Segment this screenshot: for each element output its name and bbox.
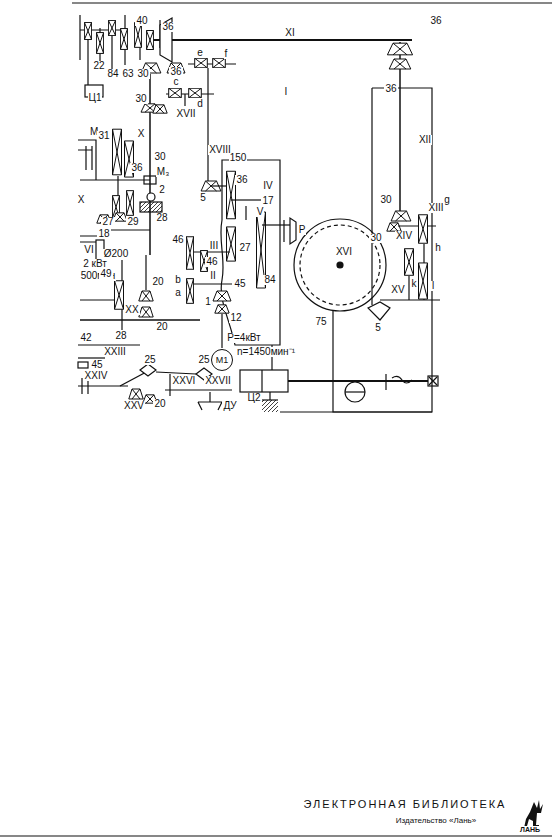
- part-label: a: [174, 288, 182, 298]
- part-label: Р=4кВт: [226, 333, 261, 343]
- part-label: P: [298, 225, 307, 235]
- part-label: 2 кВт: [82, 259, 108, 269]
- part-label: 27: [101, 217, 114, 227]
- part-label: 45: [233, 279, 246, 289]
- part-label: 30: [134, 94, 147, 104]
- part-label: 45: [90, 360, 103, 370]
- part-label: Ц1: [88, 93, 103, 103]
- part-label: ДУ: [222, 401, 237, 411]
- part-label: XII: [418, 135, 432, 145]
- part-label: XXIV: [84, 371, 109, 381]
- part-label: Ø200: [103, 249, 129, 259]
- part-label: M₃: [156, 167, 170, 177]
- part-label: X: [77, 195, 86, 205]
- part-label: I: [284, 87, 289, 97]
- part-label: XIII: [427, 203, 444, 213]
- part-label: III: [209, 241, 219, 251]
- part-label: V: [256, 207, 265, 217]
- part-label: e: [196, 48, 204, 58]
- part-label: XV: [390, 285, 405, 295]
- part-label: 1: [204, 297, 212, 307]
- part-label: 18: [97, 229, 110, 239]
- part-label: 22: [92, 61, 105, 71]
- part-label: 36: [384, 84, 397, 94]
- part-label: XXVI: [172, 376, 197, 386]
- part-label: f: [224, 49, 229, 59]
- part-label: h: [434, 243, 442, 253]
- part-label: 17: [261, 196, 274, 206]
- part-label: XVI: [335, 247, 353, 257]
- part-label: XXV: [123, 401, 145, 411]
- part-label: 28: [114, 331, 127, 341]
- part-label: 30: [369, 233, 382, 243]
- part-label: 27: [238, 243, 251, 253]
- part-label: 49: [99, 269, 112, 279]
- part-label: 84: [263, 275, 276, 285]
- part-label: VI: [83, 245, 94, 255]
- publisher-text: Издательство «Лань»: [395, 817, 477, 825]
- part-label: 30: [153, 152, 166, 162]
- part-label: b: [174, 275, 182, 285]
- part-label: g: [443, 195, 451, 205]
- part-label: 12: [229, 313, 242, 323]
- part-label: 46: [205, 257, 218, 267]
- part-label: 2: [158, 185, 166, 195]
- part-label: XXVII: [204, 376, 232, 386]
- part-label: 36: [161, 22, 174, 32]
- part-label: XIV: [395, 231, 413, 241]
- part-label: 36: [169, 67, 182, 77]
- part-label: 63: [121, 69, 134, 79]
- part-label: n=1450мин⁻¹: [236, 347, 296, 357]
- part-label: 5: [199, 193, 207, 203]
- part-label: 36: [130, 163, 143, 173]
- part-label: XVII: [176, 109, 197, 119]
- part-label: 20: [153, 399, 166, 409]
- part-label: 84: [106, 69, 119, 79]
- part-label: 30: [379, 195, 392, 205]
- part-label: II: [209, 271, 217, 281]
- part-label: XXIII: [103, 347, 127, 357]
- part-label: 30: [136, 69, 149, 79]
- part-label: 5: [374, 323, 382, 333]
- part-label: 31: [97, 131, 110, 141]
- part-label: 25: [143, 355, 156, 365]
- part-label: XX: [124, 305, 139, 315]
- part-label: XI: [284, 28, 295, 38]
- part-label: d: [196, 99, 204, 109]
- part-label: l: [431, 281, 435, 291]
- part-label: 150: [229, 153, 248, 163]
- motor-symbol: M1: [211, 349, 233, 371]
- part-label: 29: [126, 217, 139, 227]
- part-label: 36: [235, 175, 248, 185]
- part-label: 28: [155, 213, 168, 223]
- part-label: k: [411, 279, 418, 289]
- publisher-text: ЛАНЬ: [519, 826, 541, 833]
- part-label: 25: [197, 355, 210, 365]
- part-label: 20: [155, 322, 168, 332]
- part-label: Ц2: [247, 393, 262, 403]
- part-label: 40: [135, 16, 148, 26]
- part-label: 75: [314, 317, 327, 327]
- part-label: 36: [429, 16, 442, 26]
- part-label: X: [137, 129, 146, 139]
- part-label: IV: [262, 181, 273, 191]
- part-label: 20: [151, 277, 164, 287]
- publisher-text: ЭЛЕКТРОННАЯ БИБЛИОТЕКА: [303, 799, 508, 810]
- motor-label: M1: [216, 356, 229, 365]
- part-label: 42: [79, 333, 92, 343]
- part-label: c: [173, 77, 180, 87]
- part-label: 46: [171, 235, 184, 245]
